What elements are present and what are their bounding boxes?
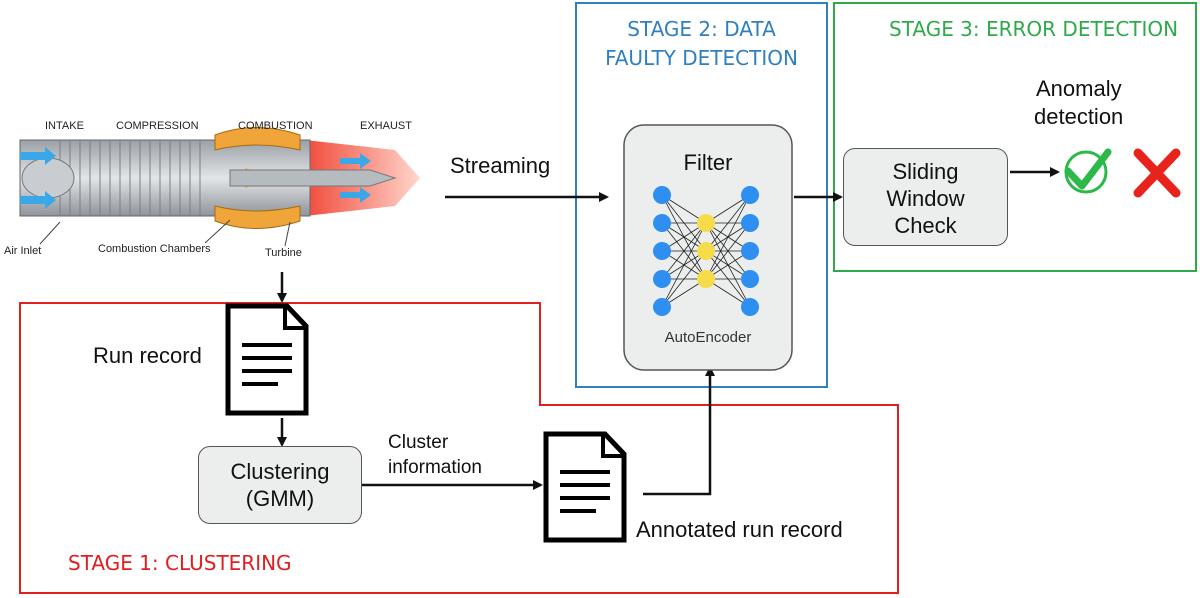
nn-output-node <box>741 242 759 260</box>
nn-connection <box>661 222 707 280</box>
stage2-title-line2: FAULTY DETECTION <box>605 46 798 70</box>
nn-connection <box>705 194 751 252</box>
stage1-region <box>19 302 899 594</box>
clustering-box-line1: Clustering <box>230 459 330 484</box>
cluster-info-label-line1: Cluster <box>388 432 449 453</box>
stage1-title: STAGE 1: CLUSTERING <box>68 551 292 575</box>
filter-title: Filter <box>683 150 733 175</box>
annotated-record-document-icon <box>543 431 627 543</box>
engine-label-exhaust: EXHAUST <box>360 120 412 132</box>
run-record-document-icon <box>225 303 309 416</box>
check-circle-icon <box>1064 148 1112 194</box>
nn-input-node <box>653 214 671 232</box>
nn-output-node <box>741 186 759 204</box>
engine-label-air-inlet: Air Inlet <box>4 245 41 257</box>
nn-input-node <box>653 186 671 204</box>
nn-output-node <box>741 214 759 232</box>
cluster-info-label-line2: information <box>388 457 482 478</box>
stage3-region <box>833 2 1197 272</box>
nn-hidden-node <box>697 242 715 260</box>
stage2-region <box>575 2 828 388</box>
jet-engine-illustration: INTAKE COMPRESSION COMBUSTION EXHAUST Ai… <box>4 120 420 259</box>
nn-input-node <box>653 270 671 288</box>
stage2-title-line1: STAGE 2: DATA <box>627 17 776 41</box>
autoencoder-label: AutoEncoder <box>664 329 752 346</box>
engine-label-turbine: Turbine <box>265 247 302 259</box>
nn-input-node <box>653 298 671 316</box>
engine-label-compression: COMPRESSION <box>116 120 199 132</box>
engine-label-combustion: COMBUSTION <box>238 120 313 132</box>
clustering-box-line2: (GMM) <box>245 486 315 511</box>
nn-connection <box>705 222 751 280</box>
nn-output-node <box>741 298 759 316</box>
arrow-annotated-to-filter <box>643 366 715 496</box>
sliding-box-line3: Check <box>894 213 957 238</box>
nn-connection <box>661 222 707 308</box>
engine-label-chambers: Combustion Chambers <box>98 243 211 255</box>
autoencoder-nodes <box>653 186 759 316</box>
sliding-box-line2: Window <box>886 186 965 211</box>
stage3-title: STAGE 3: ERROR DETECTION <box>889 17 1179 41</box>
annotated-record-label: Annotated run record <box>636 517 843 542</box>
sliding-box-line1: Sliding <box>892 159 959 184</box>
engine-label-intake: INTAKE <box>45 120 84 132</box>
nn-input-node <box>653 242 671 260</box>
nn-hidden-node <box>697 270 715 288</box>
streaming-label: Streaming <box>450 153 551 178</box>
nn-connection <box>705 194 751 280</box>
red-x-icon <box>1133 148 1181 198</box>
anomaly-label-line1: Anomaly <box>1036 76 1122 101</box>
clustering-box: Clustering (GMM) <box>198 446 362 524</box>
nn-hidden-node <box>697 214 715 232</box>
nn-connection <box>661 250 707 308</box>
anomaly-label-line2: detection <box>1034 104 1124 129</box>
nn-output-node <box>741 270 759 288</box>
run-record-label: Run record <box>93 343 202 368</box>
sliding-window-box: Sliding Window Check <box>843 148 1008 246</box>
